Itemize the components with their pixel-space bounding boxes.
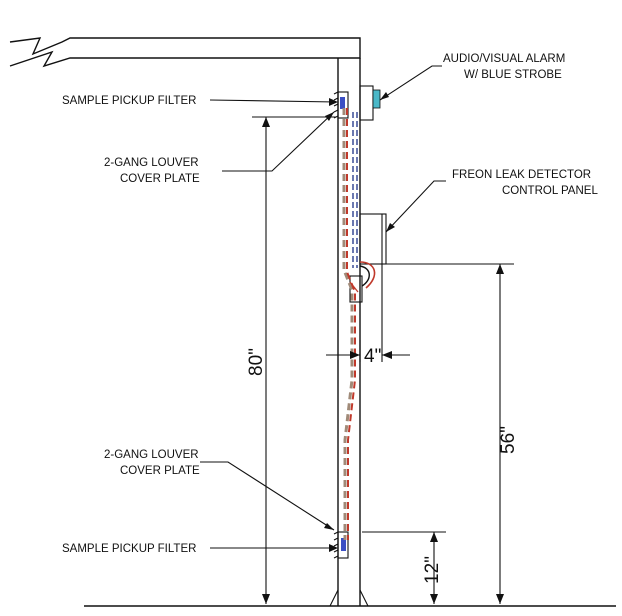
- control-panel: [359, 213, 387, 265]
- audio-visual-alarm: [359, 85, 381, 121]
- dimension-4-label: 4": [364, 346, 381, 367]
- alarm-label-line1: AUDIO/VISUAL ALARM: [443, 53, 565, 65]
- bottom-sample-pickup-filter: [333, 531, 349, 559]
- alarm-label-line2: W/ BLUE STROBE: [464, 69, 562, 81]
- leader-lines: [200, 65, 446, 552]
- dimension-80: [252, 116, 336, 604]
- panel-label-line1: FREON LEAK DETECTOR: [452, 169, 591, 181]
- dimension-4: [326, 264, 410, 362]
- top-louver-label-line2: COVER PLATE: [120, 173, 200, 185]
- dimension-56-label: 56": [498, 426, 519, 454]
- top-sample-pickup-filter: [333, 91, 349, 119]
- dimension-56: [386, 263, 514, 604]
- dimension-12-label: 12": [422, 556, 443, 584]
- panel-label-line2: CONTROL PANEL: [502, 185, 598, 197]
- dimension-80-label: 80": [246, 348, 267, 376]
- dimension-12: [362, 531, 446, 604]
- sample-tubing-and-wiring: [342, 108, 376, 540]
- bottom-louver-label-line1: 2-GANG LOUVER: [104, 449, 199, 461]
- ceiling-structure: [9, 37, 361, 68]
- top-louver-label-line1: 2-GANG LOUVER: [104, 157, 199, 169]
- bottom-louver-label-line2: COVER PLATE: [120, 465, 200, 477]
- bottom-filter-label: SAMPLE PICKUP FILTER: [62, 543, 196, 555]
- top-filter-label: SAMPLE PICKUP FILTER: [62, 95, 196, 107]
- wall: [329, 58, 369, 607]
